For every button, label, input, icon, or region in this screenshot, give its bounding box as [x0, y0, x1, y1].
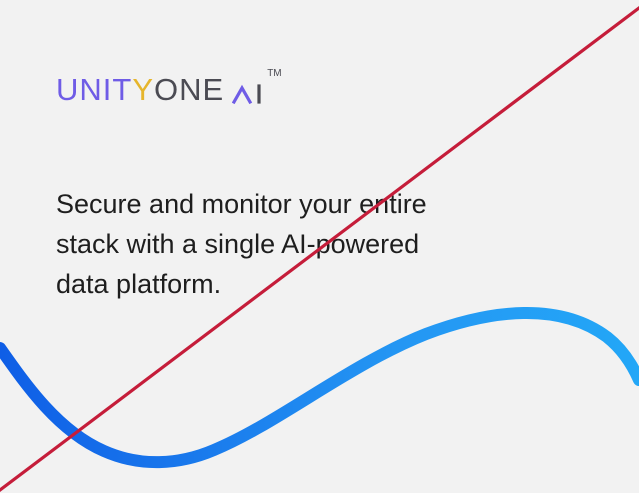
ai-mark-icon — [232, 84, 261, 105]
logo-unity-text: UNIT — [56, 72, 133, 107]
unityone-ai-logo: UNIT Y ONE TM — [56, 68, 282, 110]
logo-one-text: ONE — [154, 72, 225, 107]
hero-headline: Secure and monitor your entire stack wit… — [56, 189, 427, 299]
trademark-mark: TM — [267, 68, 282, 79]
logo-y-text: Y — [132, 72, 155, 107]
blue-wave — [0, 307, 639, 469]
